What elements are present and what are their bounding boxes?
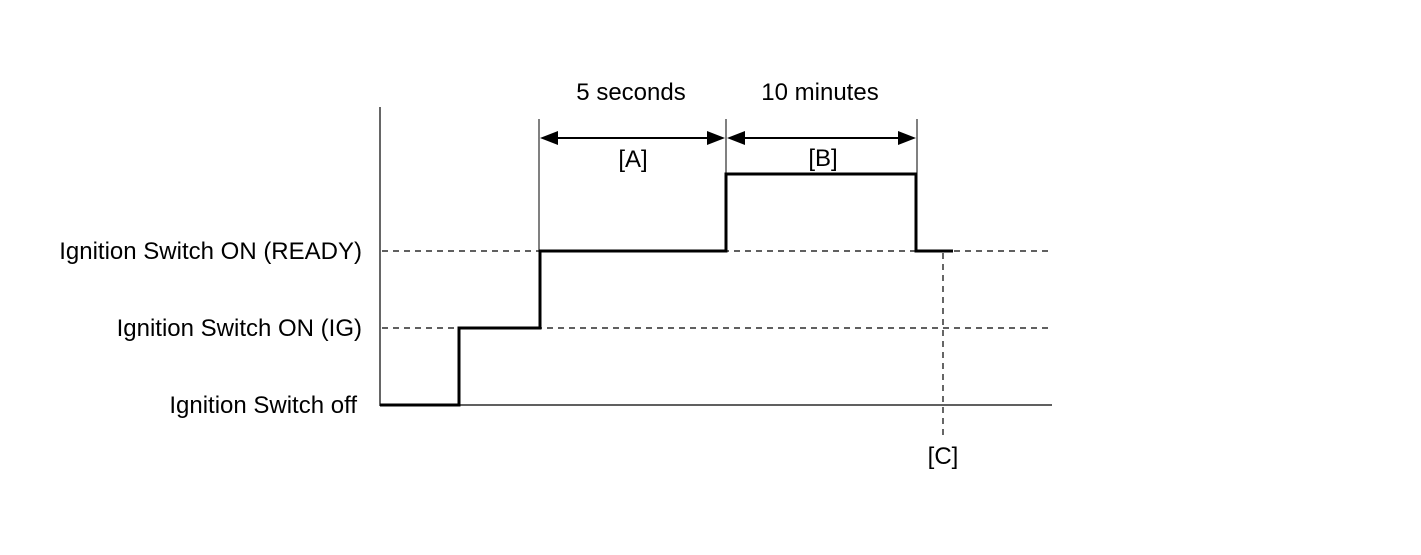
level-label-ig: Ignition Switch ON (IG) xyxy=(117,315,362,342)
interval-a-duration: 5 seconds xyxy=(576,79,685,106)
level-label-ready: Ignition Switch ON (READY) xyxy=(59,238,362,265)
marker-c-tag: [C] xyxy=(928,443,959,470)
interval-a-arrow-left-head xyxy=(540,131,558,145)
interval-b-arrow-left-head xyxy=(727,131,745,145)
ignition-state-waveform xyxy=(380,172,953,407)
interval-b-duration: 10 minutes xyxy=(761,79,878,106)
interval-b-tag: [B] xyxy=(808,145,837,172)
interval-a-tag: [A] xyxy=(618,146,647,173)
interval-b-arrow-right-head xyxy=(898,131,916,145)
level-label-off: Ignition Switch off xyxy=(169,392,357,419)
interval-a-arrow-right-head xyxy=(707,131,725,145)
